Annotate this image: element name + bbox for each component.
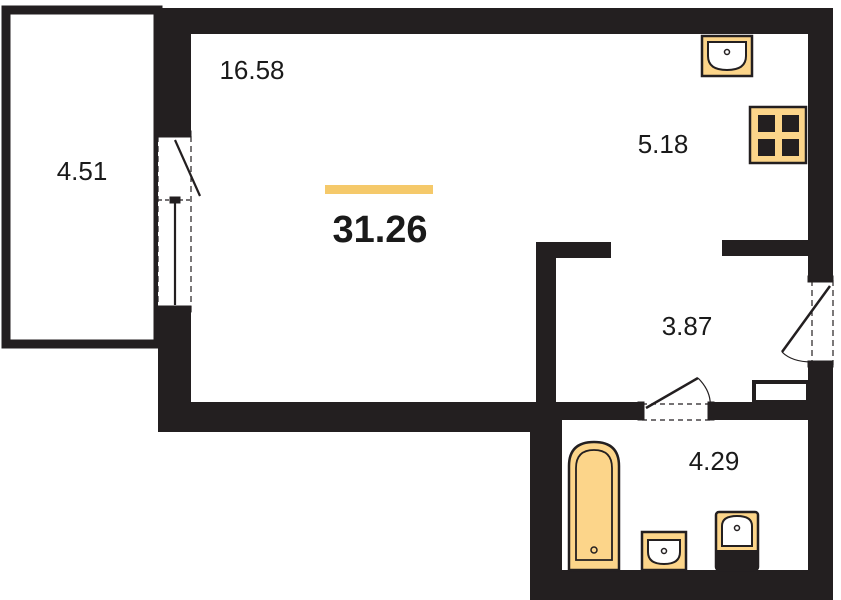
- wall-top: [158, 8, 833, 34]
- toilet: [714, 510, 760, 572]
- walls: [158, 8, 833, 600]
- wall-bath-bottom: [530, 570, 833, 600]
- balcony-area: 4.51: [57, 156, 108, 186]
- wall-right-lower: [808, 365, 833, 600]
- wall-partition-vertical: [536, 242, 556, 432]
- wall-partition-stub-left: [536, 242, 611, 258]
- kitchen-sink: [700, 34, 754, 78]
- total-area-accent-bar: [325, 185, 433, 194]
- wall-bottom-living: [158, 402, 556, 432]
- entrance-door[interactable]: [780, 275, 834, 368]
- kitchen-stove: [748, 105, 808, 165]
- entrance-shelf: [752, 380, 810, 404]
- wall-bath-left: [530, 402, 562, 600]
- living-room-area: 16.58: [219, 55, 284, 85]
- balcony-door[interactable]: [157, 130, 202, 313]
- bathtub: [567, 440, 621, 572]
- wall-partition-stub-right: [722, 240, 832, 256]
- total-area-label: 31.26: [332, 209, 427, 251]
- wall-bath-top-right: [712, 402, 832, 420]
- bathroom-door[interactable]: [637, 376, 715, 421]
- bathroom-sink: [640, 530, 688, 572]
- bathroom-area: 4.29: [689, 446, 740, 476]
- wall-right-upper: [808, 8, 833, 280]
- hallway-area: 3.87: [662, 311, 713, 341]
- kitchen-area: 5.18: [638, 129, 689, 159]
- wall-left-upper: [158, 8, 191, 136]
